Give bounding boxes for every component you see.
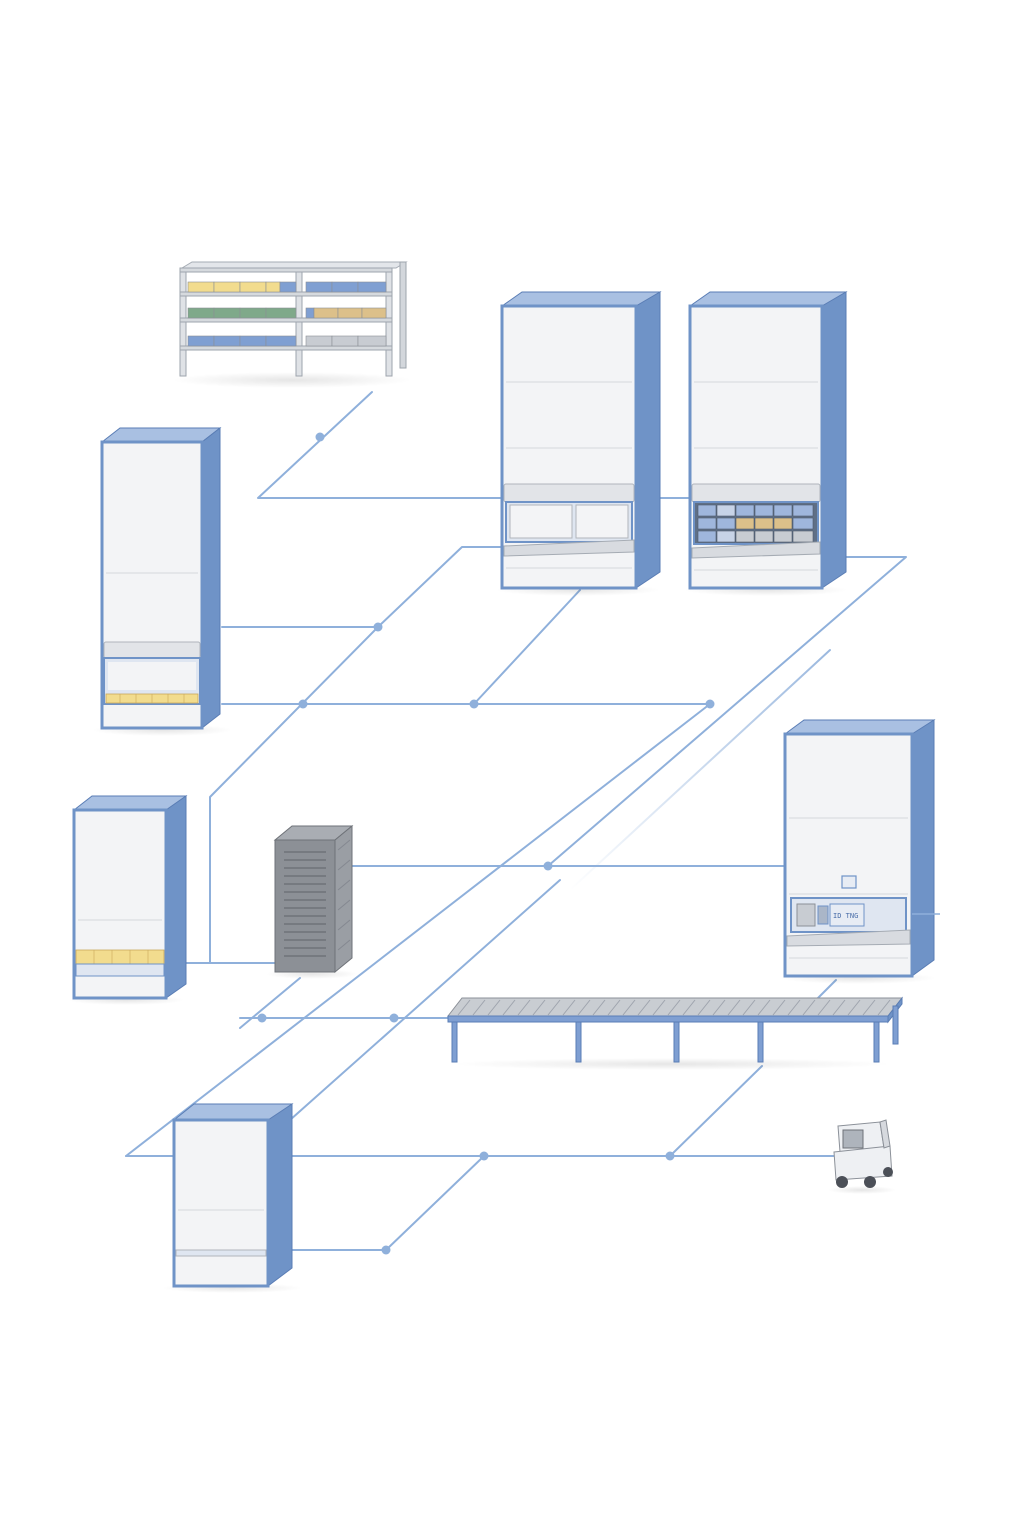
node [543, 861, 553, 871]
node [381, 1245, 391, 1255]
link-diag-lower [289, 879, 561, 1121]
node [389, 1013, 399, 1023]
link-long-diagonal [125, 703, 711, 1157]
link-to-small-lift [185, 626, 379, 964]
server-icon [266, 824, 358, 979]
node [705, 699, 715, 709]
link-server-down [239, 977, 301, 1029]
storage-cabinet-icon [496, 291, 662, 596]
node [479, 1151, 489, 1161]
storage-cabinet-icon: ID TNG [780, 719, 940, 984]
node [665, 1151, 675, 1161]
link-shelving-to-center [257, 391, 503, 499]
node [373, 622, 383, 632]
link-left-upper-diagonal [221, 546, 503, 628]
screen-label: ID TNG [833, 912, 858, 920]
connection-nodes [257, 432, 715, 1255]
robot-icon [828, 1119, 896, 1194]
link-bottom-cabinet-lower [291, 1155, 485, 1251]
conveyor-icon [446, 996, 904, 1070]
node [257, 1013, 267, 1023]
storage-cabinet-icon [684, 291, 848, 596]
node [469, 699, 479, 709]
storage-cabinet-icon [92, 426, 232, 736]
node [298, 699, 308, 709]
link-conveyor-robot [669, 1065, 763, 1157]
storage-cabinet-icon [162, 1103, 302, 1293]
link-center-down [473, 589, 581, 705]
node [315, 432, 325, 442]
link-fade [569, 649, 831, 891]
storage-cabinet-icon [68, 795, 188, 1005]
shelving-icon [172, 261, 412, 388]
link-right-outer [547, 556, 907, 867]
